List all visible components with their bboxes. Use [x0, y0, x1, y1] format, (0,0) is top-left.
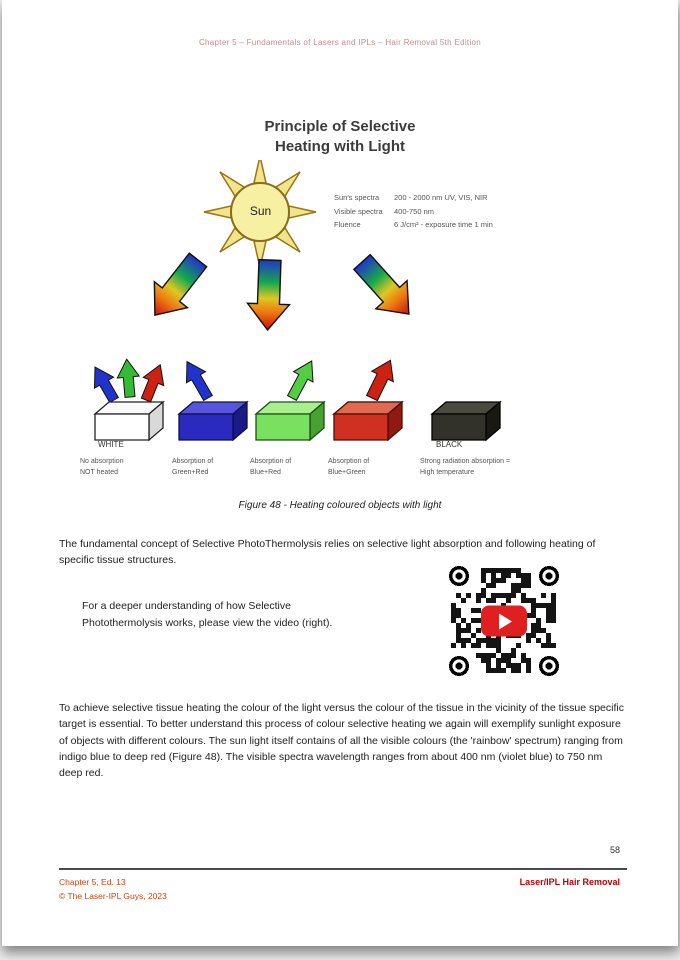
white-box-label: WHITE — [98, 440, 124, 449]
desc-line: Blue+Red — [250, 468, 281, 476]
desc-line: No absorption — [80, 458, 124, 465]
reflect-arrow-green — [116, 358, 141, 398]
figure-caption: Figure 48 - Heating coloured objects wit… — [238, 500, 442, 511]
rainbow-arrow-right — [352, 253, 410, 315]
footer-copyright: © The Laser-IPL Guys, 2023 — [59, 890, 167, 901]
green-box-arrow — [286, 360, 314, 402]
footer-book-title: Laser/IPL Hair Removal — [519, 877, 620, 887]
desc-line: Absorption of — [250, 458, 292, 465]
spectra-value: 6 J/cm² - exposure time 1 min — [394, 220, 493, 229]
qr-modules — [451, 568, 556, 673]
spectra-value: 200 - 2000 nm UV, VIS, NIR — [394, 193, 488, 202]
black-box-label: BLACK — [436, 440, 463, 449]
page-header: Chapter 5 – Fundamentals of Lasers and I… — [198, 38, 482, 47]
blue-box — [177, 400, 249, 442]
red-box — [332, 400, 404, 442]
qr-finder-icon — [448, 565, 470, 587]
youtube-play-icon — [481, 605, 527, 637]
qr-finder-icon — [448, 655, 470, 677]
red-box-arrow — [365, 359, 394, 402]
video-prompt-line1: For a deeper understanding of how Select… — [82, 600, 291, 612]
desc-line: Absorption of — [328, 458, 370, 465]
white-box-desc: No absorption NOT heated — [80, 457, 172, 479]
sun-label: Sun — [249, 204, 272, 218]
black-box-desc: Strong radiation absorption = High tempe… — [420, 457, 555, 479]
figure-title: Principle of Selective Heating with Ligh… — [2, 117, 678, 158]
reflect-arrow-red — [140, 363, 165, 403]
rainbow-arrow-middle — [246, 258, 291, 332]
green-box — [254, 400, 326, 442]
spectra-value: 400-750 nm — [394, 206, 435, 216]
figure-diagram — [93, 160, 502, 442]
video-prompt-line2: Photothermolysis works, please view the … — [82, 616, 333, 629]
sun-spectra-info: Sun's spectra 200 - 2000 nm UV, VIS, NIR… — [334, 191, 493, 232]
footer-left: Chapter 5, Ed. 13 © The Laser-IPL Guys, … — [59, 876, 167, 903]
spectra-row: Fluence 6 J/cm² - exposure time 1 min — [334, 218, 493, 232]
document-page: Chapter 5 – Fundamentals of Lasers and I… — [2, 0, 678, 946]
red-box-desc: Absorption of Blue+Green — [328, 457, 410, 479]
qr-finder-icon — [538, 565, 560, 587]
qr-finder-icon — [538, 655, 560, 677]
rainbow-arrow-left — [153, 252, 208, 317]
blue-box-arrow — [185, 360, 214, 402]
spectra-label: Sun's spectra — [334, 193, 380, 202]
desc-line: Blue+Green — [328, 468, 366, 476]
desc-line: NOT heated — [80, 468, 119, 476]
desc-line: Strong radiation absorption = — [420, 458, 511, 465]
spectra-label: Fluence — [334, 220, 361, 229]
desc-line: High temperature — [420, 468, 475, 476]
page-number: 58 — [609, 845, 620, 855]
qr-code — [448, 565, 560, 677]
sun-icon — [203, 160, 317, 269]
white-box — [93, 400, 165, 442]
figure-title-line2: Heating with Light — [275, 138, 405, 156]
spectra-row: Visible spectra 400-750 nm — [334, 205, 493, 219]
paragraph-1: The fundamental concept of Selective Pho… — [59, 538, 596, 567]
play-triangle-icon — [499, 613, 512, 629]
footer-divider — [59, 868, 627, 870]
blue-box-desc: Absorption of Green+Red — [172, 457, 254, 479]
paragraph-2: To achieve selective tissue heating the … — [59, 702, 624, 780]
spectra-label: Visible spectra — [334, 206, 383, 216]
video-prompt: For a deeper understanding of how Select… — [82, 598, 332, 632]
spectra-row: Sun's spectra 200 - 2000 nm UV, VIS, NIR — [334, 191, 493, 205]
black-box — [430, 400, 502, 442]
desc-line: Green+Red — [172, 468, 209, 476]
figure-title-line1: Principle of Selective — [264, 118, 416, 135]
reflect-arrow-blue — [93, 366, 120, 404]
green-box-desc: Absorption of Blue+Red — [250, 457, 332, 479]
footer-chapter: Chapter 5, Ed. 13 — [59, 877, 126, 887]
desc-line: Absorption of — [172, 458, 214, 465]
